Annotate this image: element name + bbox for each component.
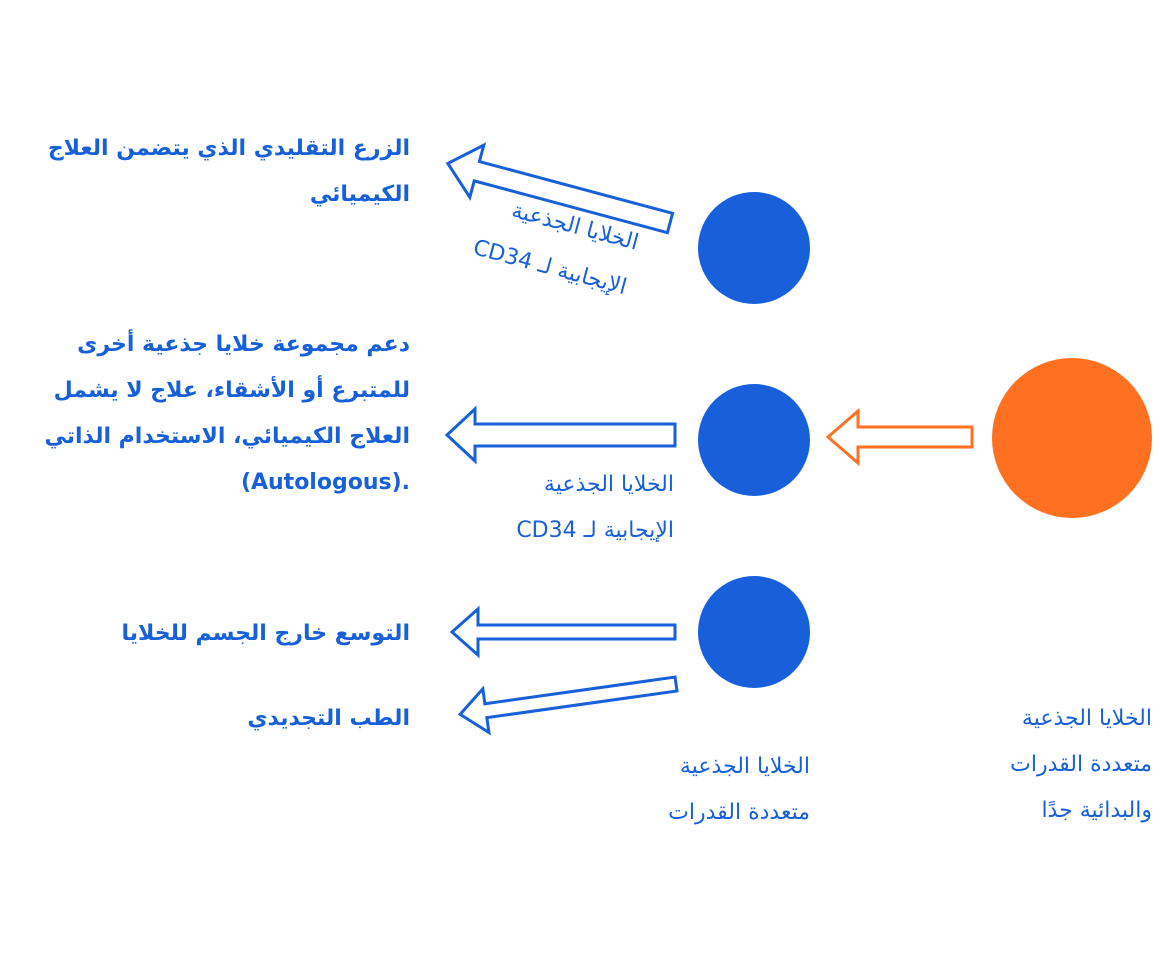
middle-label-line-2: متعددة القدرات — [668, 800, 810, 825]
source-stem-cell-circle — [992, 358, 1152, 518]
arrow-bottom-branch-2 — [457, 675, 679, 736]
top-outcome: الزرع التقليدي الذي يتضمن العلاج الكيميا… — [48, 126, 410, 218]
source-label-line-3: والبدائية جدًا — [1041, 798, 1152, 823]
center-arrow-label: الخلايا الجذعية الإيجابية لـ CD34 — [516, 462, 674, 554]
center-outcome-line-4: (Autologous). — [240, 470, 410, 495]
source-label-line-1: الخلايا الجذعية — [1021, 706, 1152, 731]
bottom-outcome-1: التوسع خارج الجسم للخلايا — [122, 611, 410, 657]
center-outcome-line-2: للمتبرع أو الأشقاء، علاج لا يشمل — [53, 378, 410, 403]
top-outcome-line-1: الزرع التقليدي الذي يتضمن العلاج — [47, 136, 410, 161]
center-outcome-line-3: العلاج الكيميائي، الاستخدام الذاتي — [44, 424, 410, 449]
arrow-source-to-center — [825, 407, 974, 467]
top-cell-circle — [698, 192, 810, 304]
center-arrow-label-line-1: الخلايا الجذعية — [543, 472, 674, 497]
arrow-top-branch — [445, 142, 675, 235]
bottom-outcome-2-text: الطب التجديدي — [247, 706, 410, 731]
source-label-line-2: متعددة القدرات — [1010, 752, 1152, 777]
arrow-bottom-branch-1 — [449, 605, 677, 659]
bottom-outcome-2: الطب التجديدي — [247, 696, 410, 742]
top-outcome-line-2: الكيميائي — [309, 182, 410, 207]
center-outcome: دعم مجموعة خلايا جذعية أخرى للمتبرع أو ا… — [44, 322, 410, 506]
bottom-outcome-1-text: التوسع خارج الجسم للخلايا — [121, 621, 410, 646]
middle-label: الخلايا الجذعية متعددة القدرات — [668, 744, 810, 836]
center-cell-circle — [698, 384, 810, 496]
middle-label-line-1: الخلايا الجذعية — [679, 754, 810, 779]
source-label: الخلايا الجذعية متعددة القدرات والبدائية… — [1010, 696, 1152, 834]
bottom-cell-circle — [698, 576, 810, 688]
center-arrow-label-line-2: الإيجابية لـ CD34 — [516, 518, 674, 543]
center-outcome-line-1: دعم مجموعة خلايا جذعية أخرى — [77, 332, 410, 357]
arrow-center-branch — [444, 405, 677, 465]
